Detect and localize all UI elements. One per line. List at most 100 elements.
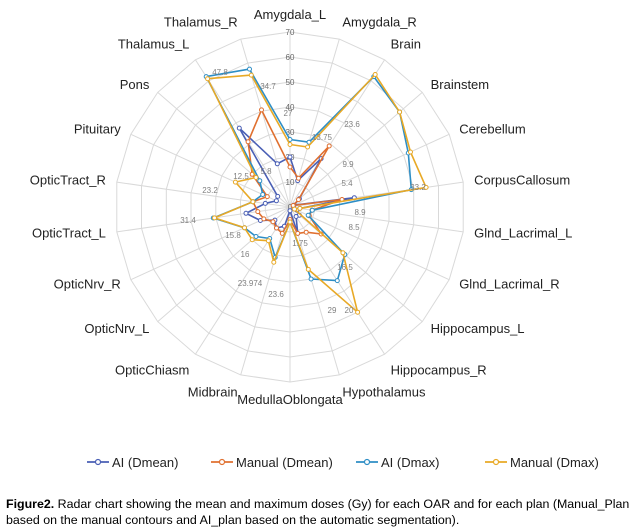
- series-point: [264, 194, 270, 200]
- tick-label: 60: [286, 53, 295, 62]
- data-label: 13.75: [312, 133, 333, 142]
- data-label: 20: [345, 306, 354, 315]
- series-point: [293, 214, 299, 219]
- data-label: 9.9: [342, 160, 354, 169]
- tick-label: 10: [286, 178, 295, 187]
- data-label: 23.6: [344, 120, 360, 129]
- series-point: [287, 164, 293, 170]
- axis-label: Brainstem: [431, 77, 490, 92]
- axis-label: Amygdala_L: [254, 7, 326, 22]
- axis-label: Hippocampus_L: [431, 321, 525, 336]
- data-label: 15.8: [225, 231, 241, 240]
- series-lines: [203, 66, 429, 315]
- data-label: 5.4: [341, 179, 353, 188]
- series-point: [397, 109, 403, 115]
- tick-label: 30: [286, 128, 295, 137]
- grid-spoke: [240, 38, 291, 208]
- axis-labels: Amygdala_L Amygdala_R BrainBrainstemCerebe…: [30, 7, 573, 407]
- series-point: [232, 179, 238, 185]
- series-point: [287, 208, 293, 214]
- data-label: 16.5: [337, 263, 353, 272]
- series-point: [305, 266, 311, 272]
- series-point: [303, 229, 309, 235]
- data-label: 29: [328, 306, 337, 315]
- series-point: [326, 143, 332, 149]
- axis-label: OpticTract_R: [30, 173, 106, 188]
- axis-label: Hippocampus_R: [391, 363, 487, 378]
- series-point: [236, 125, 242, 131]
- data-label: 33.2: [410, 183, 426, 192]
- series-point: [212, 215, 217, 221]
- series-point: [253, 175, 259, 180]
- series-point: [340, 250, 346, 256]
- series-point: [262, 200, 268, 206]
- axis-label: Amygdala_R: [342, 15, 416, 30]
- grid-spoke: [289, 206, 464, 233]
- data-label: 47.8: [212, 68, 228, 77]
- legend-label: AI (Dmean): [112, 455, 178, 470]
- grid: [116, 31, 464, 383]
- data-label: 34.7: [260, 82, 276, 91]
- series-point: [279, 230, 285, 236]
- series-point: [296, 197, 301, 203]
- series-point: [287, 219, 293, 225]
- axis-label: Thalamus_R: [164, 15, 238, 30]
- tick-label: 70: [286, 28, 295, 37]
- data-label: 23.6: [268, 290, 284, 299]
- series-point: [255, 209, 261, 215]
- grid-spoke: [289, 133, 450, 208]
- caption-text: Radar chart showing the mean and maximum…: [6, 497, 630, 527]
- series-point: [309, 207, 315, 213]
- grid-spoke: [289, 206, 423, 322]
- grid-spoke: [157, 206, 291, 322]
- series-point: [296, 175, 301, 181]
- series-point: [372, 72, 378, 77]
- data-label: 1.75: [292, 239, 308, 248]
- legend-marker: [492, 458, 500, 466]
- legend-marker: [363, 458, 371, 466]
- grid-spoke: [157, 92, 291, 208]
- series-point: [261, 216, 267, 222]
- grid-spoke: [116, 181, 291, 208]
- series-point: [250, 199, 256, 205]
- series-point: [242, 225, 247, 231]
- data-label: 23.974: [238, 279, 263, 288]
- legend-label: Manual (Dmean): [236, 455, 333, 470]
- series-point: [297, 205, 303, 211]
- axis-label: Cerebellum: [459, 122, 525, 137]
- axis-label: OpticTract_L: [32, 226, 106, 241]
- legend-label: AI (Dmax): [381, 455, 440, 470]
- legend-marker: [218, 458, 226, 466]
- grid-spoke: [116, 206, 291, 233]
- tick-label: 40: [286, 103, 295, 112]
- series-point: [245, 139, 251, 145]
- tick-label: 50: [286, 78, 295, 87]
- data-label: 8.9: [354, 208, 366, 217]
- data-label: 16: [241, 250, 250, 259]
- series-point: [292, 206, 297, 212]
- legend-marker: [94, 458, 102, 466]
- series-point: [248, 72, 254, 78]
- axis-label: OpticNrv_L: [84, 321, 149, 336]
- series-point: [243, 210, 249, 216]
- series-point: [271, 259, 277, 265]
- grid-spoke: [194, 206, 291, 355]
- axis-label: MedullaOblongata: [237, 392, 343, 407]
- axis-label: Glnd_Lacrimal_L: [474, 226, 572, 241]
- axis-label: OpticNrv_R: [54, 276, 121, 291]
- data-label: 31.4: [180, 216, 196, 225]
- data-label: 23.2: [202, 186, 218, 195]
- legend-label: Manual (Dmax): [510, 455, 599, 470]
- series-point: [260, 192, 266, 197]
- axis-label: OpticChiasm: [115, 363, 189, 378]
- axis-label: Pituitary: [74, 122, 121, 137]
- axis-label: Brain: [391, 37, 421, 52]
- axis-label: Hypothalamus: [342, 385, 426, 400]
- series-point: [305, 212, 311, 218]
- series-point: [308, 276, 314, 282]
- series-point: [287, 142, 293, 147]
- series-point: [295, 230, 301, 236]
- series-point: [305, 144, 311, 150]
